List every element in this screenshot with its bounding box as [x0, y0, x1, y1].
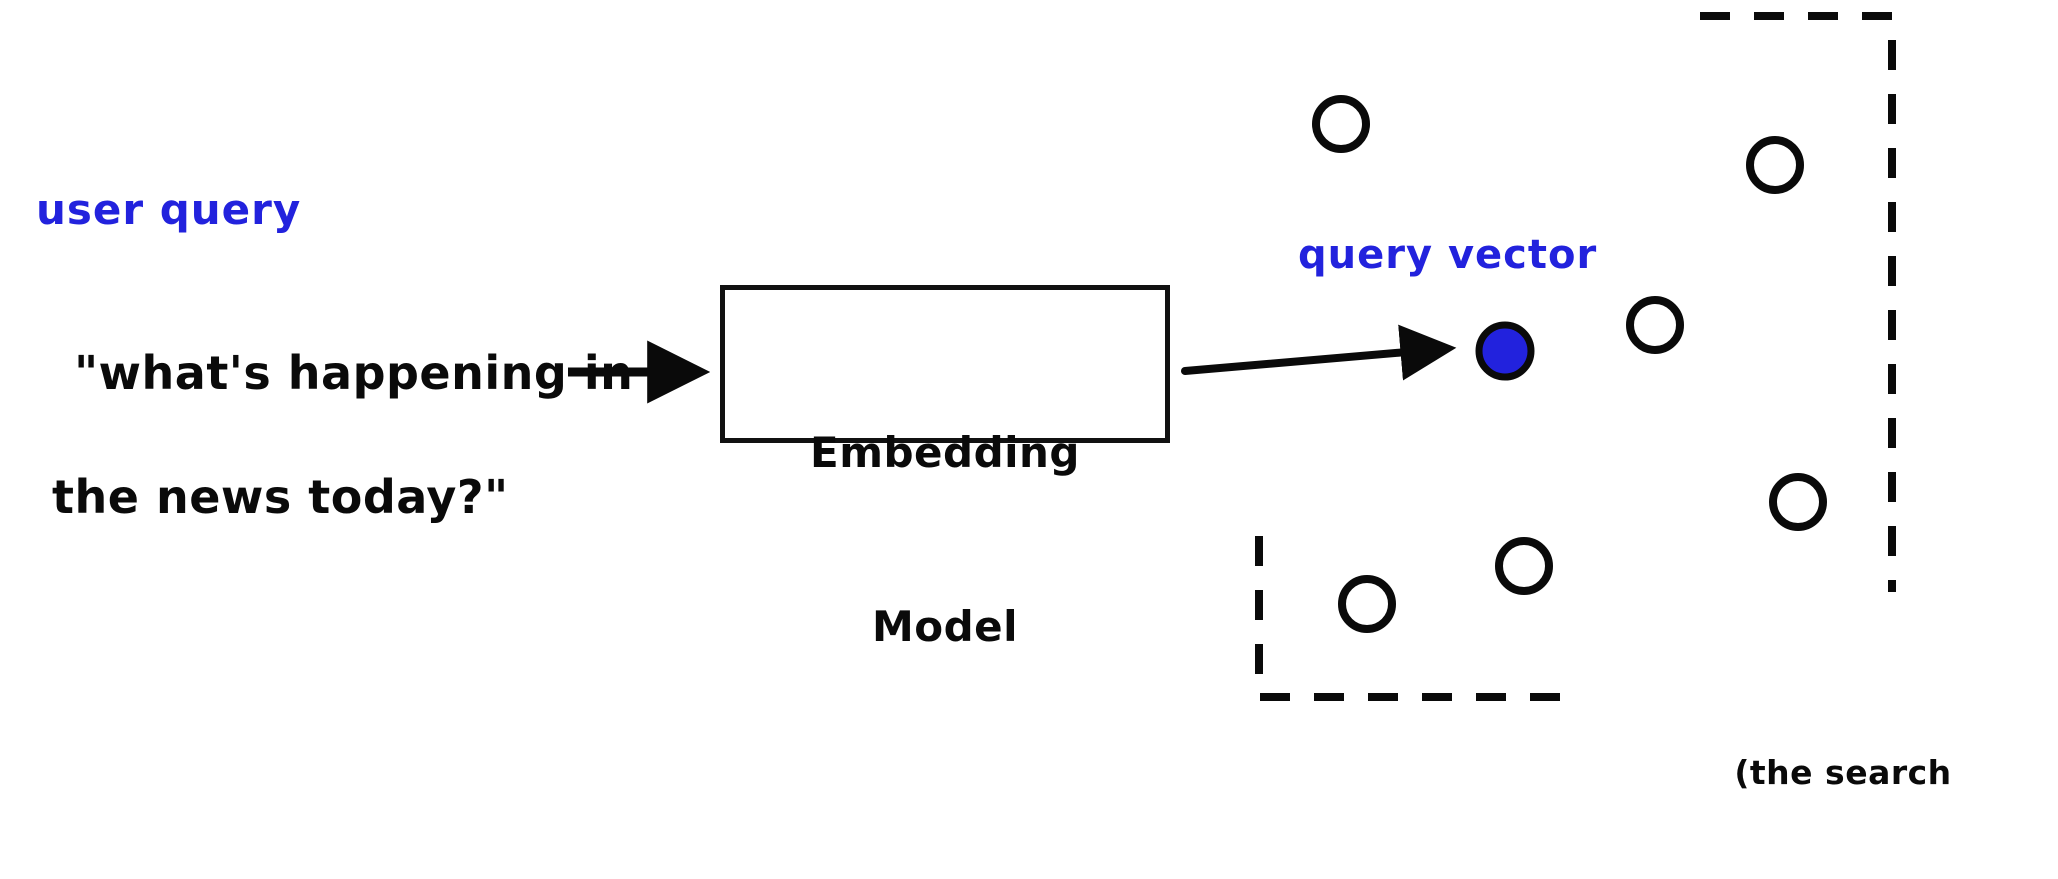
arrow-model-to-vector	[1181, 324, 1457, 381]
embedding-model-label: Embedding Model	[725, 308, 1165, 772]
embedding-model-box: Embedding Model	[720, 285, 1170, 651]
user-query-text-line2: the news today?"	[52, 470, 509, 524]
doc-point-4	[1769, 473, 1827, 531]
doc-point-6	[1338, 575, 1396, 633]
search-space-caption-line1: (the search	[1734, 753, 1952, 792]
search-space-bracket-top-right	[1700, 12, 1896, 592]
embedding-model-label-line1: Embedding	[810, 428, 1080, 477]
doc-point-1	[1312, 95, 1370, 153]
user-query-text-line1: "what's happening in	[74, 346, 634, 400]
doc-point-5	[1495, 537, 1553, 595]
query-vector-dot	[1475, 321, 1535, 381]
search-space-caption: (the search space containing existing in…	[1668, 655, 2018, 879]
search-space-bracket-bottom-left	[1255, 536, 1567, 701]
embedding-model-label-line2: Model	[871, 602, 1019, 651]
query-vector-label: query vector	[1298, 232, 1598, 278]
user-query-label: user query	[36, 185, 302, 234]
user-query-text: "what's happening in the news today?"	[8, 280, 633, 652]
doc-point-3	[1626, 296, 1684, 354]
doc-point-2	[1746, 136, 1804, 194]
